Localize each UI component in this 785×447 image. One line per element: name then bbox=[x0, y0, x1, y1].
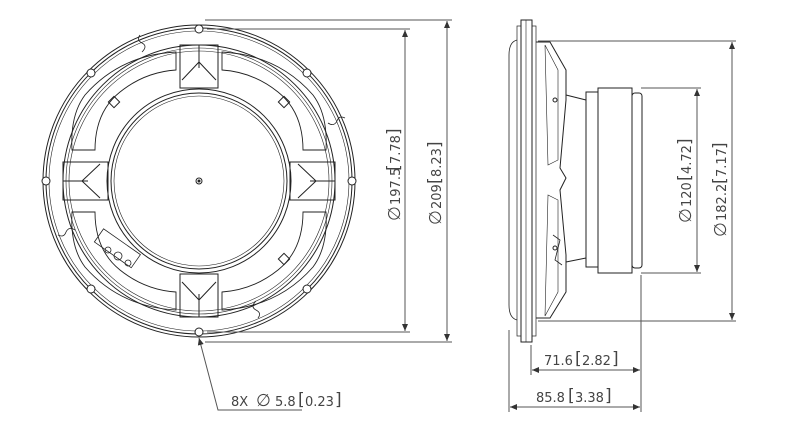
svg-text:[: [ bbox=[298, 390, 305, 410]
svg-text:∅: ∅ bbox=[676, 208, 696, 223]
svg-text:]: ] bbox=[425, 141, 445, 148]
svg-text:209: 209 bbox=[430, 184, 445, 209]
dim-magnet-diameter: ∅ 120 [ 4.72 ] bbox=[675, 138, 696, 223]
svg-text:[: [ bbox=[575, 349, 582, 369]
dim-mounting-holes: 8X ∅ 5.8 [ 0.23 ] bbox=[231, 390, 342, 411]
dim-mounting-depth: 71.6 [ 2.82 ] bbox=[544, 349, 619, 369]
svg-text:∅: ∅ bbox=[426, 210, 446, 225]
svg-text:85.8: 85.8 bbox=[536, 391, 565, 406]
svg-text:120: 120 bbox=[680, 182, 695, 207]
dim-frame-diameter: ∅ 182.2 [ 7.17 ] bbox=[710, 142, 731, 237]
svg-text:∅: ∅ bbox=[711, 222, 731, 237]
spoke-top bbox=[179, 44, 219, 89]
svg-text:8X: 8X bbox=[231, 395, 248, 410]
front-dimension-lines bbox=[197, 19, 452, 411]
spoke-bottom bbox=[179, 273, 219, 318]
svg-text:[: [ bbox=[384, 164, 404, 171]
svg-text:]: ] bbox=[605, 386, 612, 406]
svg-text:]: ] bbox=[675, 138, 695, 145]
svg-text:]: ] bbox=[384, 128, 404, 135]
svg-text:8.23: 8.23 bbox=[430, 148, 445, 177]
svg-text:∅: ∅ bbox=[256, 391, 271, 411]
svg-text:2.82: 2.82 bbox=[582, 354, 611, 369]
svg-text:71.6: 71.6 bbox=[544, 354, 573, 369]
svg-text:182.2: 182.2 bbox=[715, 184, 730, 221]
svg-text:3.38: 3.38 bbox=[575, 391, 604, 406]
spoke-left bbox=[62, 161, 109, 201]
side-dimension-lines bbox=[508, 40, 736, 412]
svg-text:7.78: 7.78 bbox=[389, 135, 404, 164]
svg-text:[: [ bbox=[675, 174, 695, 181]
svg-text:[: [ bbox=[710, 177, 730, 184]
svg-text:5.8: 5.8 bbox=[275, 395, 296, 410]
dim-baffle-cutout: ∅ 197.5 [ 7.78 ] bbox=[384, 128, 405, 221]
svg-text:[: [ bbox=[568, 386, 575, 406]
svg-text:∅: ∅ bbox=[385, 206, 405, 221]
svg-text:]: ] bbox=[710, 142, 730, 149]
center-pole-icon bbox=[195, 177, 203, 185]
side-view bbox=[508, 19, 643, 343]
dim-outer-diameter: ∅ 209 [ 8.23 ] bbox=[425, 141, 446, 225]
svg-text:[: [ bbox=[425, 177, 445, 184]
svg-text:7.17: 7.17 bbox=[715, 148, 730, 177]
svg-text:]: ] bbox=[612, 349, 619, 369]
svg-text:]: ] bbox=[335, 390, 342, 410]
mounting-holes bbox=[41, 24, 357, 337]
spoke-right bbox=[289, 161, 336, 201]
dim-overall-depth: 85.8 [ 3.38 ] bbox=[536, 386, 612, 406]
terminal-block bbox=[93, 228, 141, 269]
svg-text:197.5: 197.5 bbox=[389, 168, 404, 205]
svg-text:0.23: 0.23 bbox=[305, 395, 334, 410]
svg-text:4.72: 4.72 bbox=[680, 145, 695, 174]
